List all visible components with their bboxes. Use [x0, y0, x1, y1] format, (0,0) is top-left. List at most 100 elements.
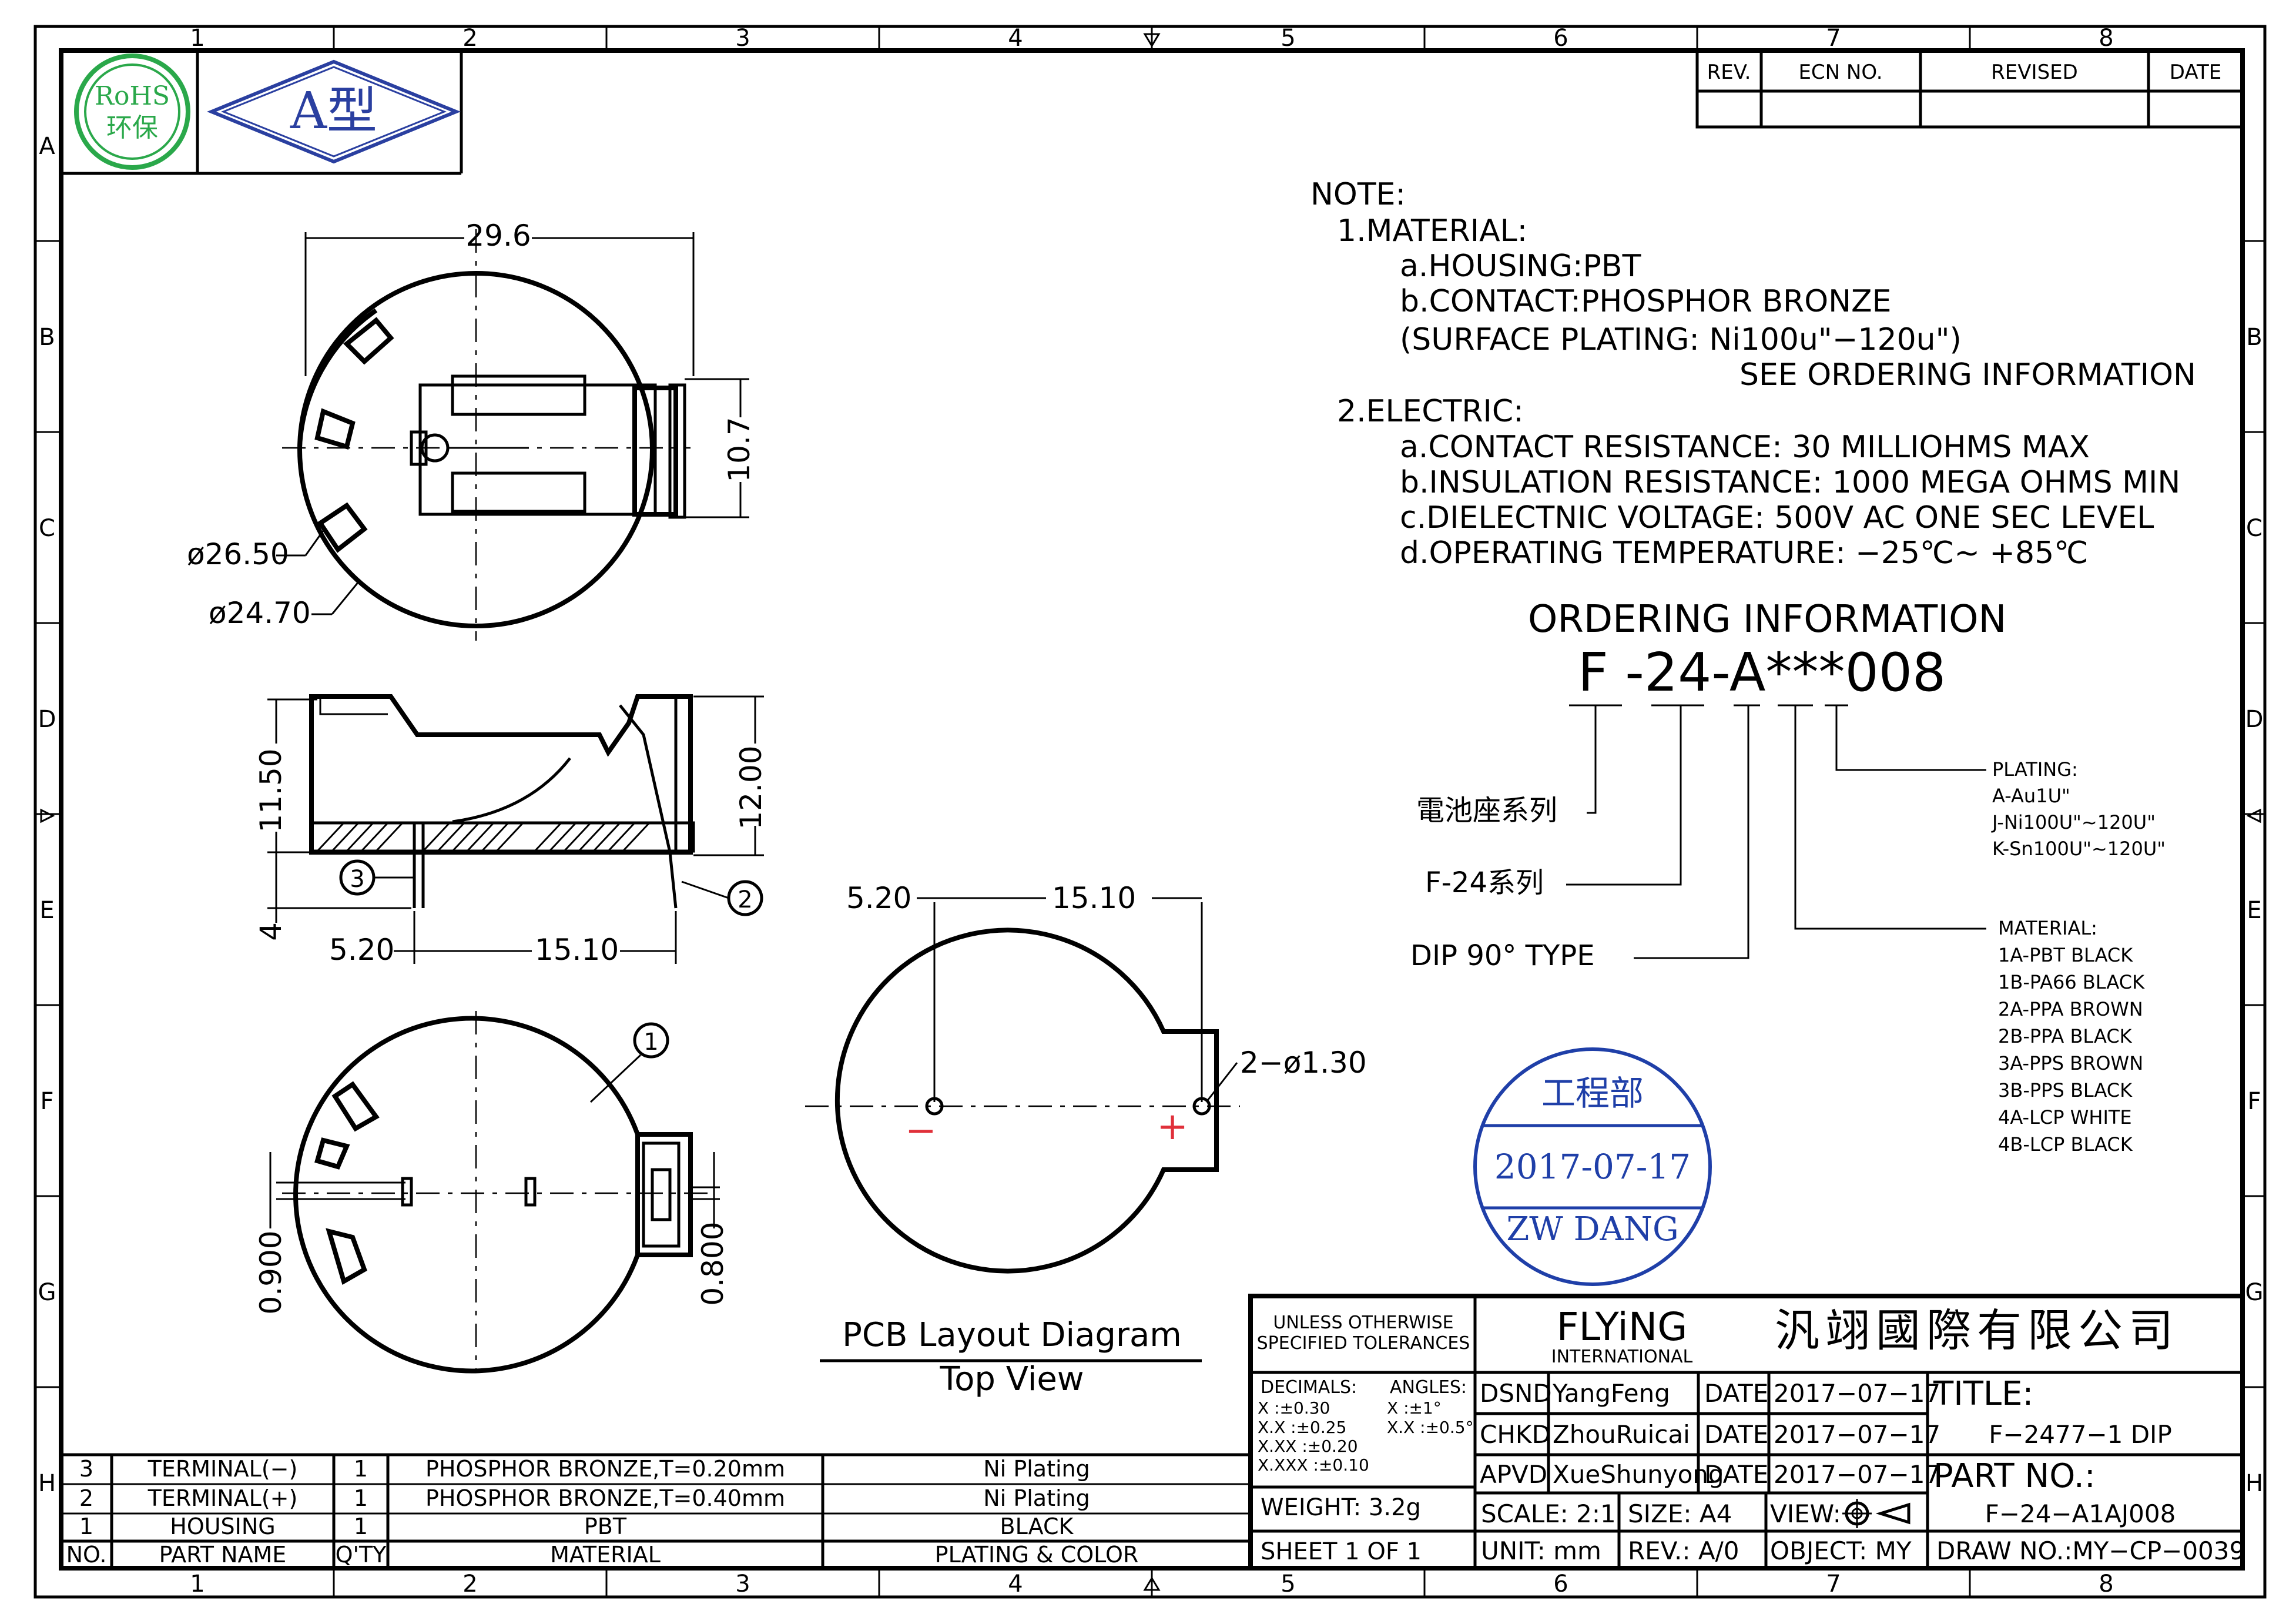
scale: SCALE: 2:1: [1481, 1499, 1616, 1528]
dim-pcb-holes: 2−ø1.30: [1240, 1046, 1367, 1080]
outer-frame: [33, 25, 2267, 1599]
row-label-right: D: [2245, 706, 2264, 733]
col-label-bottom: 4: [1008, 1571, 1023, 1598]
note-line: a.HOUSING:PBT: [1400, 249, 1641, 284]
bom-cell: 1: [354, 1456, 368, 1482]
dim-pcb-gap2: 15.10: [1052, 881, 1136, 915]
grid-ticks: [35, 26, 2265, 1597]
company-en-sub: INTERNATIONAL: [1551, 1347, 1693, 1367]
col-label-bottom: 2: [462, 1571, 477, 1598]
row-labels: A B C D E F G H B C D E F G H: [38, 133, 2264, 1497]
top-view: 29.6 10.7 ø26.50 ø24.70: [187, 219, 756, 641]
plating-option: K-Sn100U"~120U": [1992, 838, 2166, 860]
title-block: UNLESS OTHERWISE SPECIFIED TOLERANCES DE…: [1248, 1294, 2245, 1571]
tol-header-2: SPECIFIED TOLERANCES: [1257, 1333, 1470, 1354]
material-option: 1A-PBT BLACK: [1998, 944, 2133, 966]
col-label-bottom: 5: [1281, 1571, 1295, 1598]
dsnd-name: YangFeng: [1552, 1379, 1670, 1408]
bom-cell: 3: [79, 1456, 93, 1482]
bom-cell: 1: [79, 1513, 93, 1539]
bom-cell: BLACK: [1000, 1513, 1074, 1539]
col-label-top: 6: [1553, 25, 1568, 52]
series-f24: F-24系列: [1425, 866, 1544, 899]
date-value: 2017−07−17: [1774, 1379, 1940, 1408]
tol-header: UNLESS OTHERWISE: [1273, 1312, 1453, 1333]
rev-header: REV.: [1707, 61, 1751, 84]
hatch: [316, 822, 651, 852]
bom-header: PLATING & COLOR: [935, 1542, 1139, 1568]
dsnd-label: DSND: [1480, 1379, 1552, 1408]
dim-top-width: 29.6: [465, 219, 531, 253]
tol-line: X :±0.30: [1258, 1398, 1330, 1418]
col-label-top: 2: [462, 25, 477, 52]
row-label-right: G: [2245, 1279, 2264, 1306]
row-label-left: G: [38, 1279, 56, 1306]
pcb-caption-title: PCB Layout Diagram: [842, 1316, 1182, 1354]
center-arrow-icon: [1143, 1576, 1161, 1591]
col-label-top: 7: [1826, 25, 1841, 52]
ang-line: X.X :±0.5°: [1387, 1418, 1474, 1437]
size: SIZE: A4: [1628, 1499, 1732, 1528]
dim-dia-outer: ø26.50: [187, 537, 289, 571]
col-label-top: 8: [2099, 25, 2113, 52]
row-label-left: C: [39, 515, 55, 542]
center-arrow-icon: [40, 808, 55, 823]
note-line: SEE ORDERING INFORMATION: [1739, 357, 2196, 393]
date-label: DATE: [1704, 1379, 1768, 1408]
row-label-left: H: [38, 1470, 56, 1497]
dim-side-h2: 12.00: [734, 745, 768, 829]
bom-cell: PHOSPHOR BRONZE,T=0.40mm: [425, 1485, 785, 1511]
date-value: 2017−07−17: [1774, 1460, 1940, 1489]
type-a-text: A型: [290, 82, 377, 140]
bom-cell: 1: [354, 1485, 368, 1511]
row-label-right: F: [2247, 1088, 2261, 1115]
decimals-label: DECIMALS:: [1261, 1377, 1357, 1398]
approval-stamp: 工程部 2017-07-17 ZW DANG: [1473, 1047, 1712, 1286]
balloon-1: 1: [643, 1029, 658, 1056]
pcb-caption-subtitle: Top View: [939, 1360, 1084, 1398]
dim-side-h1: 11.50: [254, 748, 288, 832]
note-line: a.CONTACT RESISTANCE: 30 MILLIOHMS MAX: [1400, 430, 2090, 465]
material-option: 4A-LCP WHITE: [1998, 1106, 2132, 1129]
col-label-bottom: 1: [190, 1571, 205, 1598]
row-label-left: B: [39, 324, 55, 351]
dim-side-pin: 4: [254, 922, 288, 941]
dim-side-gap1: 5.20: [329, 933, 394, 967]
sheet: SHEET 1 OF 1: [1261, 1538, 1422, 1565]
dim-top-height: 10.7: [722, 417, 756, 482]
dim-pcb-gap1: 5.20: [846, 881, 911, 915]
balloon-3: 3: [350, 866, 364, 893]
bom-header: MATERIAL: [550, 1542, 661, 1568]
ang-line: X :±1°: [1387, 1398, 1442, 1418]
dim-bottom-h2: 0.800: [696, 1221, 730, 1305]
notes: NOTE: 1.MATERIAL: a.HOUSING:PBT b.CONTAC…: [1310, 177, 2196, 571]
date-label: DATE: [1704, 1420, 1768, 1449]
col-label-bottom: 8: [2099, 1571, 2113, 1598]
company-en: FLYiNG: [1557, 1304, 1688, 1350]
ordering-code: F -24-A***008: [1578, 642, 1946, 704]
projection-symbol-icon: [1842, 1499, 1910, 1528]
plating-label: PLATING:: [1992, 758, 2078, 781]
ordering-information: ORDERING INFORMATION F -24-A***008 電池座系列…: [1410, 598, 2166, 1156]
note-line: d.OPERATING TEMPERATURE: −25℃~ +85℃: [1400, 535, 2089, 571]
material-label: MATERIAL:: [1998, 917, 2097, 939]
note-line: b.INSULATION RESISTANCE: 1000 MEGA OHMS …: [1400, 465, 2180, 500]
material-option: 4B-LCP BLACK: [1998, 1133, 2133, 1156]
date-value: 2017−07−17: [1774, 1420, 1940, 1449]
revision-table: REV. ECN NO. REVISED DATE: [1695, 49, 2244, 129]
bom-cell: Ni Plating: [983, 1456, 1090, 1482]
rohs-logo: RoHS 环保: [74, 53, 190, 170]
tol-line: X.XXX :±0.10: [1258, 1455, 1369, 1475]
stamp-dept: 工程部: [1541, 1073, 1644, 1113]
notes-heading: NOTE:: [1310, 177, 1406, 212]
row-label-left: E: [39, 897, 54, 924]
row-label-right: E: [2247, 897, 2261, 924]
apvd-label: APVD: [1480, 1460, 1547, 1489]
row-label-left: D: [38, 706, 56, 733]
bom-cell: 1: [354, 1513, 368, 1539]
col-label-bottom: 7: [1826, 1571, 1841, 1598]
date-header: DATE: [2170, 61, 2221, 84]
row-label-right: B: [2246, 324, 2262, 351]
partno-value: F−24−A1AJ008: [1985, 1499, 2176, 1528]
tol-line: X.X :±0.25: [1258, 1418, 1346, 1437]
